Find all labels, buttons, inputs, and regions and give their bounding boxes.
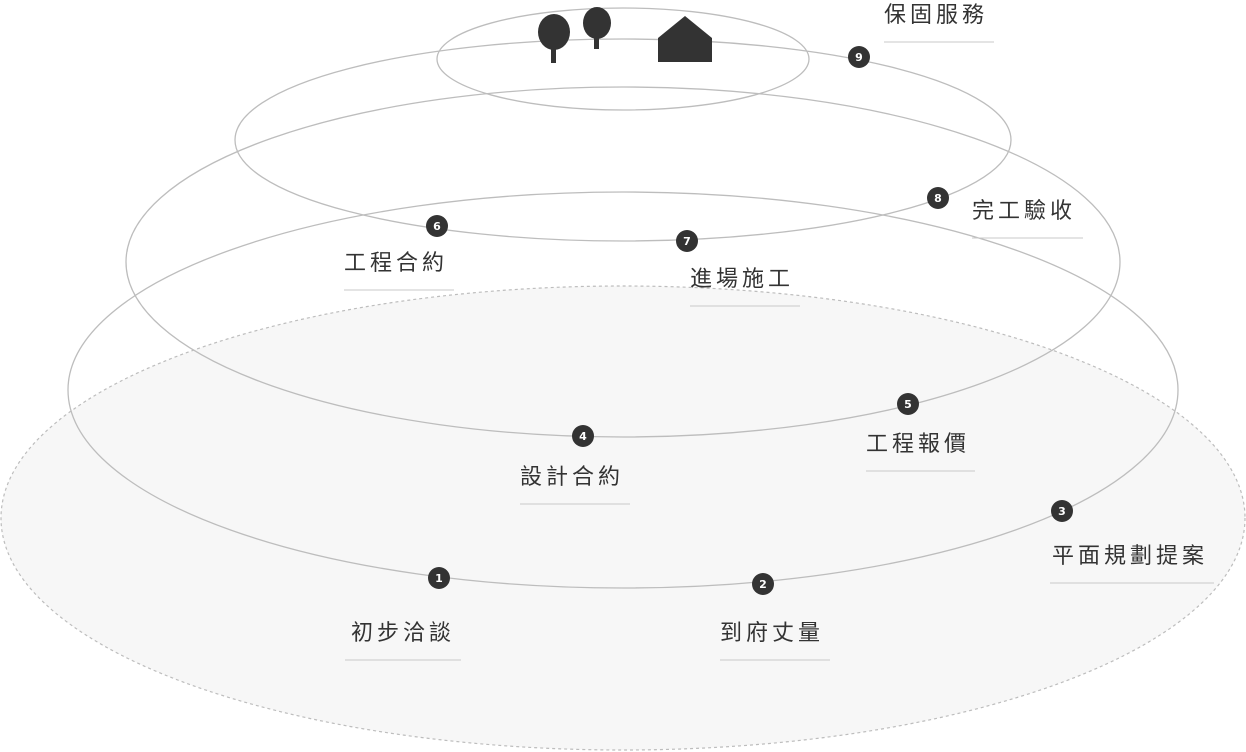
step-3-marker: 3 bbox=[1051, 500, 1073, 522]
step-3-number: 3 bbox=[1058, 505, 1066, 518]
ring-2 bbox=[125, 86, 1121, 438]
step-1-marker-circle bbox=[428, 567, 450, 589]
step-5-marker-circle bbox=[897, 393, 919, 415]
ring-base bbox=[0, 285, 1246, 751]
step-9-marker-circle bbox=[848, 46, 870, 68]
tree-icon-small bbox=[583, 7, 611, 49]
step-7-marker: 7 bbox=[676, 230, 698, 252]
step-8-marker: 8 bbox=[927, 187, 949, 209]
step-6-number: 6 bbox=[433, 220, 441, 233]
house-icon bbox=[658, 16, 712, 62]
ring-3 bbox=[234, 38, 1012, 242]
step-6-label: 工程合約 bbox=[344, 251, 448, 276]
step-5-label: 工程報價 bbox=[866, 432, 970, 457]
ring-1 bbox=[67, 191, 1179, 589]
step-1-marker: 1 bbox=[428, 567, 450, 589]
ring-top bbox=[436, 7, 810, 111]
step-2-label: 到府丈量 bbox=[720, 621, 824, 646]
step-8-label: 完工驗收 bbox=[972, 199, 1076, 224]
step-7-marker-circle bbox=[676, 230, 698, 252]
step-2-marker-circle bbox=[752, 573, 774, 595]
step-5-number: 5 bbox=[904, 398, 912, 411]
step-5-marker: 5 bbox=[897, 393, 919, 415]
step-3-marker-circle bbox=[1051, 500, 1073, 522]
step-4-number: 4 bbox=[579, 430, 587, 443]
step-9-label: 保固服務 bbox=[884, 3, 988, 28]
step-7-number: 7 bbox=[683, 235, 691, 248]
step-9-number: 9 bbox=[855, 51, 863, 64]
step-6-marker-circle bbox=[426, 215, 448, 237]
step-2-number: 2 bbox=[759, 578, 767, 591]
step-2-marker: 2 bbox=[752, 573, 774, 595]
step-8-marker-circle bbox=[927, 187, 949, 209]
step-9-marker: 9 bbox=[848, 46, 870, 68]
step-3-label: 平面規劃提案 bbox=[1052, 544, 1208, 569]
step-7-label: 進場施工 bbox=[690, 267, 794, 292]
step-4-label: 設計合約 bbox=[520, 465, 624, 490]
step-1-number: 1 bbox=[435, 572, 443, 585]
step-1-label: 初步洽談 bbox=[351, 621, 455, 646]
step-4-marker: 4 bbox=[572, 425, 594, 447]
step-4-marker-circle bbox=[572, 425, 594, 447]
step-6-marker: 6 bbox=[426, 215, 448, 237]
tree-icon bbox=[538, 14, 570, 63]
step-8-number: 8 bbox=[934, 192, 942, 205]
